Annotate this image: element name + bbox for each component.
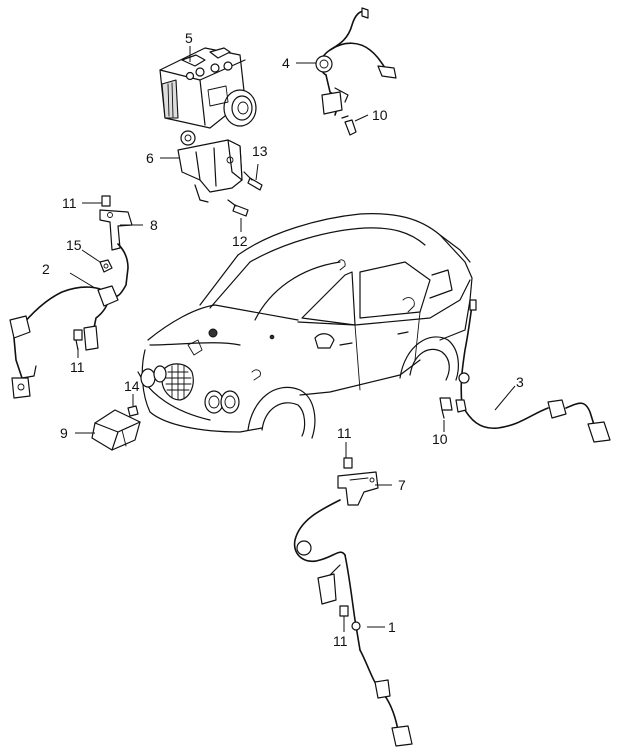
bolt-12 [227, 199, 249, 217]
callout-11-upper-left: 11 [62, 195, 77, 211]
callout-11-lower: 11 [333, 633, 348, 649]
callout-10-front: 10 [432, 431, 448, 447]
bracket-7 [337, 471, 379, 506]
control-module [91, 409, 141, 451]
callout-3: 3 [516, 374, 524, 390]
callout-13: 13 [252, 143, 268, 159]
callout-8: 8 [150, 217, 158, 233]
callout-11-left: 11 [70, 359, 85, 375]
abs-hydraulic-unit [159, 47, 257, 129]
callout-labels: 1 2 3 4 5 6 7 8 9 10 10 11 11 11 11 12 1… [42, 30, 524, 649]
nut-14 [127, 405, 139, 417]
callout-1: 1 [388, 619, 396, 635]
bolt-10-rear [341, 115, 357, 136]
abs-bracket [177, 130, 243, 203]
callout-11-bracket-7: 11 [337, 425, 352, 441]
bolt-11-bracket [101, 195, 111, 207]
rear-left-wheel-sensor [315, 7, 397, 116]
sedan-car-illustration [137, 213, 473, 439]
bolt-11-front-left [73, 329, 83, 351]
bolt-11-front-right [339, 605, 349, 617]
callout-6: 6 [146, 150, 154, 166]
bolt-10-front [439, 397, 453, 419]
callout-10-rear: 10 [372, 107, 388, 123]
callout-14: 14 [124, 378, 140, 394]
callout-9: 9 [60, 425, 68, 441]
callout-7: 7 [398, 477, 406, 493]
callout-12: 12 [232, 233, 248, 249]
front-right-wheel-sensor [293, 499, 413, 747]
nut-15 [99, 259, 113, 273]
callout-2: 2 [42, 261, 50, 277]
bolt-11-bracket-7 [343, 457, 353, 469]
bolt-13 [243, 171, 263, 191]
callout-4: 4 [282, 55, 290, 71]
front-left-wheel-sensor [9, 243, 129, 399]
callout-15: 15 [66, 237, 82, 253]
rear-right-wheel-sensor [455, 299, 611, 443]
callout-5: 5 [185, 30, 193, 46]
sensor-bracket [99, 209, 133, 251]
leader-lines [69, 46, 516, 632]
